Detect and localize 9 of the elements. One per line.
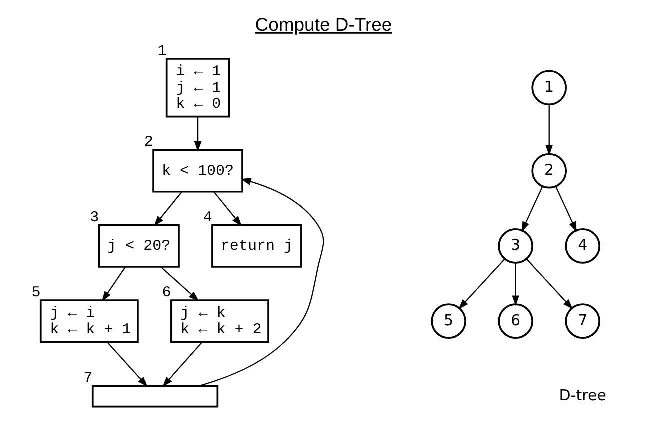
node-label: 2 (144, 133, 154, 152)
diagram-title: Compute D-Tree (255, 14, 392, 36)
node-label: 5 (32, 283, 41, 302)
node-label: 3 (90, 208, 100, 226)
node-label: 6 (162, 283, 172, 302)
node-label: 4 (203, 208, 212, 226)
node-label: 1 (158, 42, 167, 60)
label: D-tree (559, 386, 606, 404)
node-label: 7 (84, 368, 93, 387)
